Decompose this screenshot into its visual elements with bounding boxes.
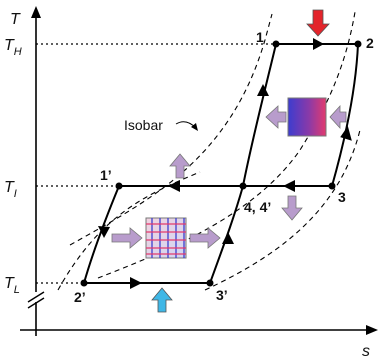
axes: T s — [10, 6, 378, 360]
temperature-reference-lines — [36, 43, 276, 284]
state-points — [80, 40, 362, 287]
label-1: 1 — [256, 29, 264, 45]
grid-lines-horizontal — [146, 223, 186, 255]
intermediate-heat-arrows — [169, 153, 303, 221]
y-axis-arrowhead — [31, 6, 41, 18]
upper-cycle-arrows — [257, 38, 352, 192]
heat-exchanger-gradient-icon — [287, 97, 327, 137]
arrow-2p-3p — [130, 277, 142, 289]
state-point-labels: 1 2 3 4, 4’ 1’ 2’ 3’ — [74, 29, 374, 305]
t-low-label: TL — [4, 275, 20, 296]
heat-down-arrow-icon — [281, 195, 303, 221]
grid-lines — [151, 218, 185, 258]
heat-input-arrow — [306, 9, 330, 37]
hx-in-arrow-right — [329, 104, 347, 130]
label-2: 2 — [366, 35, 374, 51]
arrow-1-2 — [313, 38, 324, 50]
x-axis-label: s — [362, 343, 370, 360]
isobar-label-leader-head — [191, 123, 198, 131]
point-1 — [272, 40, 280, 48]
point-3 — [328, 182, 336, 190]
isobar-label: Isobar — [124, 117, 163, 133]
label-4-4p: 4, 4’ — [244, 199, 271, 215]
arrow-3-4 — [283, 180, 295, 192]
point-3p — [206, 279, 214, 287]
t-int-label: TI — [4, 179, 17, 200]
hx-out-arrow-left — [265, 105, 287, 129]
lower-cycle-arrows — [98, 180, 234, 289]
heat-output-arrow — [151, 287, 173, 313]
heat-output-arrow-icon — [151, 287, 173, 313]
t-high-label: TH — [4, 37, 22, 58]
cold-hx-in-arrow — [111, 227, 143, 249]
heat-exchanger-grid-icon — [145, 217, 187, 259]
isobar-lines — [57, 11, 361, 291]
heat-up-arrow-icon — [169, 153, 191, 179]
isobar-upper — [69, 13, 273, 246]
arrow-1p-2p — [98, 226, 110, 238]
arrow-4p-1p — [168, 180, 180, 192]
point-2p — [80, 279, 88, 287]
heat-input-arrow-icon — [306, 9, 330, 37]
point-1p — [115, 182, 123, 190]
cold-hx-out-arrow — [189, 227, 221, 249]
arrow-3p-4p — [222, 232, 234, 244]
axis-break-icon — [26, 291, 46, 309]
label-1p: 1’ — [100, 167, 112, 183]
x-axis-arrowhead — [366, 325, 378, 335]
label-3p: 3’ — [216, 287, 228, 303]
temperature-labels: TH TI TL — [4, 37, 22, 296]
isobar-right — [204, 129, 361, 291]
point-2 — [354, 40, 362, 48]
cold-heat-exchanger — [111, 217, 221, 259]
process-2-3 — [331, 43, 359, 187]
arrow-2-3 — [340, 126, 352, 141]
hot-heat-exchanger — [265, 97, 347, 137]
y-axis-label: T — [10, 11, 21, 28]
label-3: 3 — [338, 189, 346, 205]
process-1p-2p — [83, 185, 120, 284]
process-4-1 — [242, 43, 277, 187]
label-2p: 2’ — [74, 289, 86, 305]
point-4 — [239, 182, 247, 190]
arrow-4-1 — [257, 84, 269, 96]
isobar-left-bottom — [57, 171, 201, 291]
